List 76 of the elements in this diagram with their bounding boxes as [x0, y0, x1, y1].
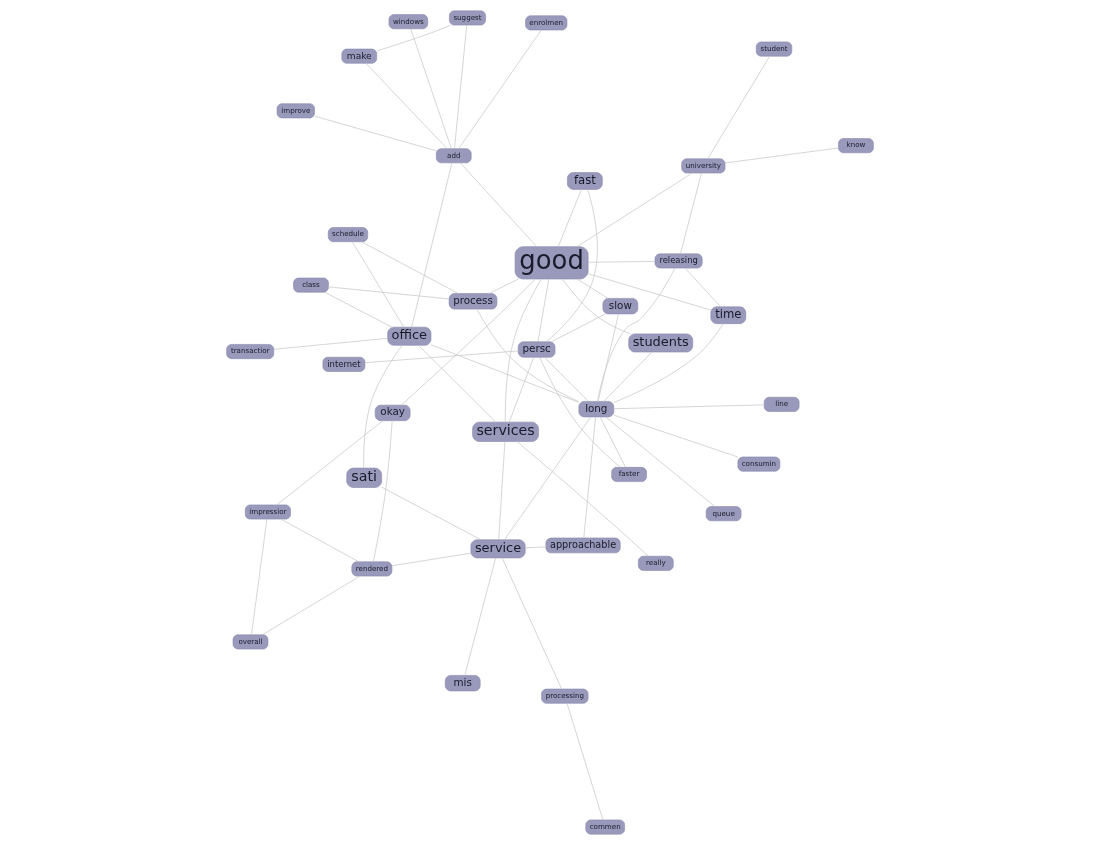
- connector: [613, 414, 738, 458]
- connector: [576, 278, 608, 299]
- connector: [391, 552, 471, 567]
- connector: [613, 404, 765, 410]
- node-box: students: [627, 333, 693, 353]
- node-box: sati: [345, 467, 382, 488]
- connector: [597, 313, 619, 402]
- connector: [684, 267, 721, 308]
- connector: [550, 313, 606, 343]
- node-box: services: [471, 421, 539, 442]
- connector: [508, 357, 534, 423]
- connector: [250, 518, 267, 636]
- connector: [724, 147, 839, 164]
- connector: [543, 356, 589, 402]
- connector: [272, 337, 388, 350]
- connector: [501, 557, 562, 690]
- connector: [430, 344, 579, 403]
- connector: [351, 241, 404, 328]
- connector: [587, 260, 655, 263]
- connector: [599, 416, 626, 468]
- connector: [612, 323, 724, 403]
- node-box: internet: [322, 356, 365, 372]
- connector: [557, 189, 582, 247]
- connector: [539, 357, 621, 468]
- connector: [576, 172, 693, 247]
- node-box: okay: [374, 404, 410, 421]
- connector: [280, 518, 359, 563]
- connector: [459, 162, 537, 247]
- connector: [497, 441, 505, 540]
- node-box: releasing: [654, 253, 703, 269]
- connector: [488, 278, 519, 294]
- connector: [409, 28, 452, 149]
- connector: [410, 162, 452, 328]
- node-box: service: [470, 539, 526, 559]
- connector: [587, 273, 711, 311]
- node-box: slow: [602, 298, 638, 315]
- node-box: persc: [517, 341, 555, 358]
- node-box: fast: [566, 172, 603, 190]
- connector: [261, 575, 360, 636]
- node-box: office: [386, 326, 431, 346]
- connector: [504, 278, 542, 423]
- connector: [313, 115, 437, 152]
- connector: [376, 24, 451, 52]
- connector: [364, 350, 519, 364]
- connector: [362, 344, 403, 469]
- connector: [596, 267, 675, 402]
- node-box: time: [710, 306, 746, 324]
- connector: [545, 189, 598, 343]
- node-box: good: [514, 246, 588, 280]
- connector: [380, 486, 481, 541]
- node-box: long: [578, 401, 614, 418]
- connector: [566, 703, 603, 821]
- connector: [372, 420, 393, 563]
- node-box: approachable: [545, 537, 621, 554]
- connector: [417, 344, 496, 423]
- connector: [706, 56, 770, 160]
- connector: [537, 278, 549, 342]
- node-box: make: [340, 48, 377, 64]
- connector: [476, 308, 579, 402]
- connector: [365, 63, 447, 149]
- connector: [604, 416, 715, 507]
- connector: [323, 291, 392, 328]
- connector: [453, 24, 467, 149]
- connector: [463, 557, 496, 676]
- connector: [360, 241, 459, 294]
- node-box: mis: [444, 675, 480, 692]
- connector: [582, 416, 596, 539]
- connector: [327, 286, 449, 300]
- connector: [679, 172, 702, 255]
- connector: [457, 29, 542, 149]
- connector: [524, 546, 546, 549]
- connector: [503, 416, 591, 541]
- node-box: process: [448, 293, 497, 310]
- connector: [603, 351, 652, 402]
- connector: [561, 278, 631, 335]
- connector: [400, 278, 536, 406]
